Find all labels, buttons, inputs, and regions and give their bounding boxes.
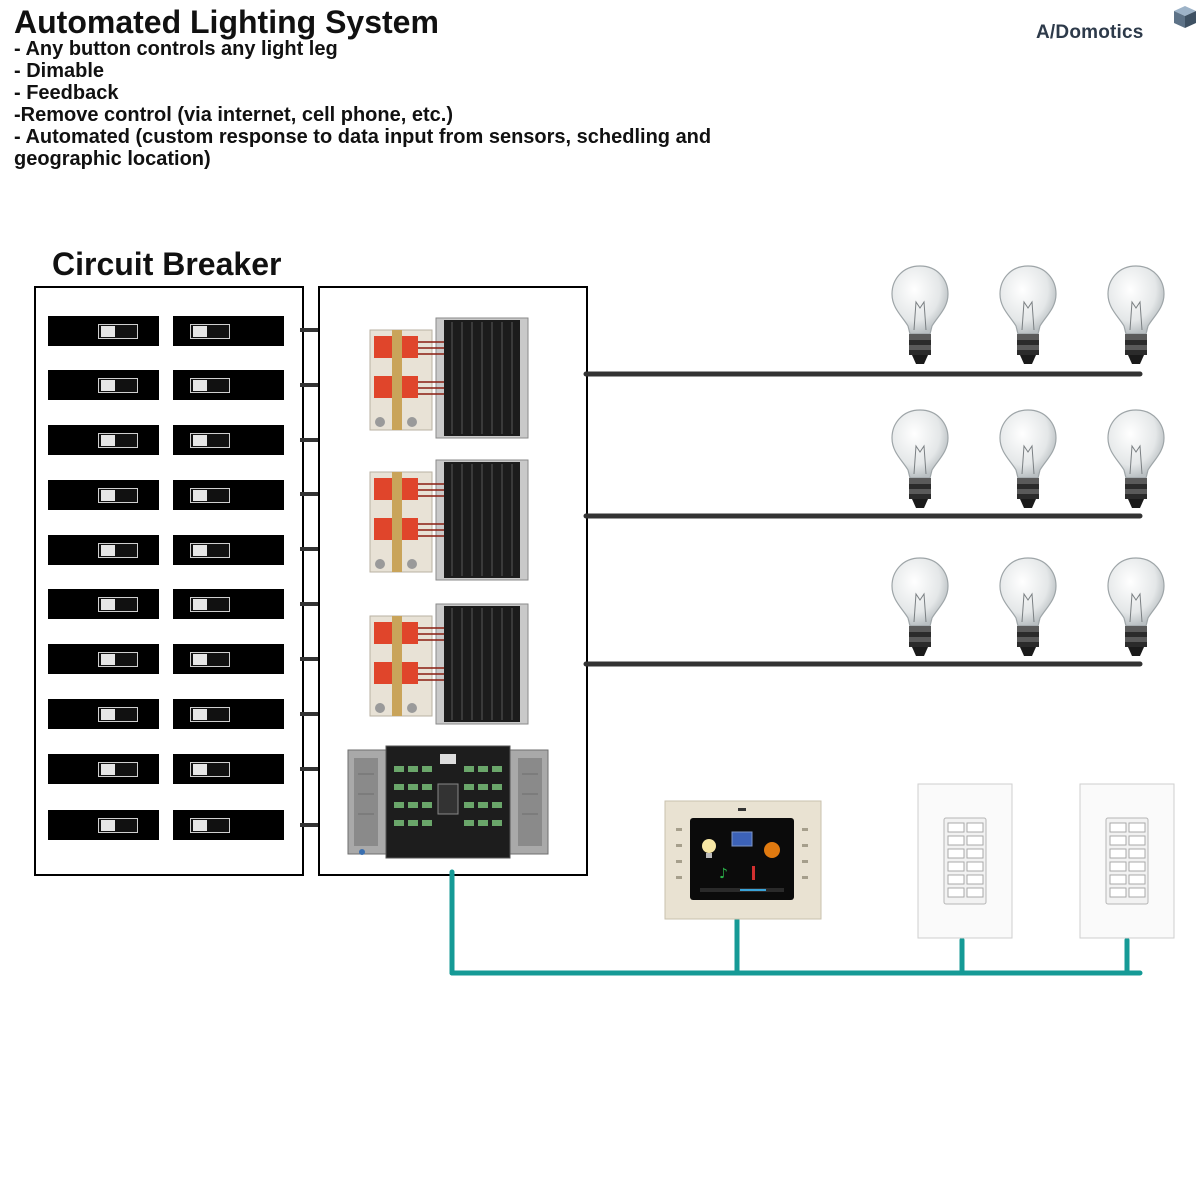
breaker-toggle	[98, 818, 138, 833]
feature-item: - Automated (custom response to data inp…	[14, 126, 712, 170]
breaker-switch[interactable]	[48, 425, 159, 455]
breaker-switch[interactable]	[173, 316, 284, 346]
feature-item: - Any button controls any light leg	[14, 38, 338, 60]
breaker-switch[interactable]	[48, 370, 159, 400]
breaker-toggle	[98, 324, 138, 339]
light-bulb-icon	[999, 409, 1057, 508]
breaker-switch[interactable]	[173, 754, 284, 784]
breaker-to-cabinet-wires	[300, 328, 318, 827]
keypad-icon[interactable]	[1079, 783, 1175, 939]
logo-text: A/Domotics	[1036, 22, 1144, 43]
breaker-toggle	[98, 543, 138, 558]
breaker-toggle	[190, 707, 230, 722]
breaker-toggle	[98, 762, 138, 777]
breaker-switch[interactable]	[173, 425, 284, 455]
breaker-switch[interactable]	[173, 644, 284, 674]
breaker-toggle	[190, 433, 230, 448]
breaker-toggle	[190, 324, 230, 339]
touchscreen-icon[interactable]: ♪	[664, 800, 822, 920]
light-bulb-icon	[1107, 557, 1165, 656]
brand-logo: A/Domotics	[1036, 4, 1200, 46]
feature-item: -Remove control (via internet, cell phon…	[14, 104, 453, 126]
breaker-switch[interactable]	[48, 535, 159, 565]
feature-list: - Any button controls any light leg - Di…	[14, 38, 794, 170]
breaker-toggle	[98, 378, 138, 393]
breaker-toggle	[190, 597, 230, 612]
circuit-breaker-label: Circuit Breaker	[52, 246, 282, 282]
light-bulb-icon	[891, 409, 949, 508]
breaker-switch[interactable]	[48, 754, 159, 784]
breaker-switch[interactable]	[173, 589, 284, 619]
breaker-switch[interactable]	[48, 644, 159, 674]
breaker-toggle	[98, 707, 138, 722]
light-bulb-icon	[1107, 265, 1165, 364]
feature-item: - Feedback	[14, 82, 119, 104]
central-controller	[347, 745, 549, 859]
control-network-wires	[449, 869, 1143, 976]
lighting-circuit-wires	[583, 371, 1143, 667]
breaker-toggle	[98, 488, 138, 503]
feature-item: - Dimable	[14, 60, 105, 82]
breaker-switch[interactable]	[173, 535, 284, 565]
breaker-switch[interactable]	[48, 699, 159, 729]
breaker-switch[interactable]	[48, 810, 159, 840]
page-title: Automated Lighting System	[14, 4, 439, 40]
light-bulb-icon	[999, 557, 1057, 656]
breaker-switch[interactable]	[173, 370, 284, 400]
breaker-toggle	[98, 433, 138, 448]
breaker-toggle	[190, 818, 230, 833]
breaker-toggle	[190, 762, 230, 777]
light-bulb-icon	[891, 265, 949, 364]
breaker-toggle	[190, 378, 230, 393]
breaker-switch[interactable]	[48, 480, 159, 510]
keypad-icon[interactable]	[917, 783, 1013, 939]
breaker-toggle	[98, 597, 138, 612]
light-bulb-icon	[891, 557, 949, 656]
breaker-switch[interactable]	[48, 589, 159, 619]
breaker-toggle	[190, 652, 230, 667]
breaker-switch[interactable]	[48, 316, 159, 346]
cube-icon	[1174, 6, 1196, 28]
breaker-toggle	[98, 652, 138, 667]
breaker-toggle	[190, 488, 230, 503]
light-bulb-icon	[1107, 409, 1165, 508]
breaker-switch[interactable]	[173, 810, 284, 840]
dimmer-module-3	[369, 603, 529, 725]
breaker-toggle	[190, 543, 230, 558]
svg-text:♪: ♪	[719, 866, 728, 882]
breaker-switch[interactable]	[173, 699, 284, 729]
breaker-switch[interactable]	[173, 480, 284, 510]
dimmer-module-1	[369, 317, 529, 439]
light-bulb-icon	[999, 265, 1057, 364]
dimmer-module-2	[369, 459, 529, 581]
